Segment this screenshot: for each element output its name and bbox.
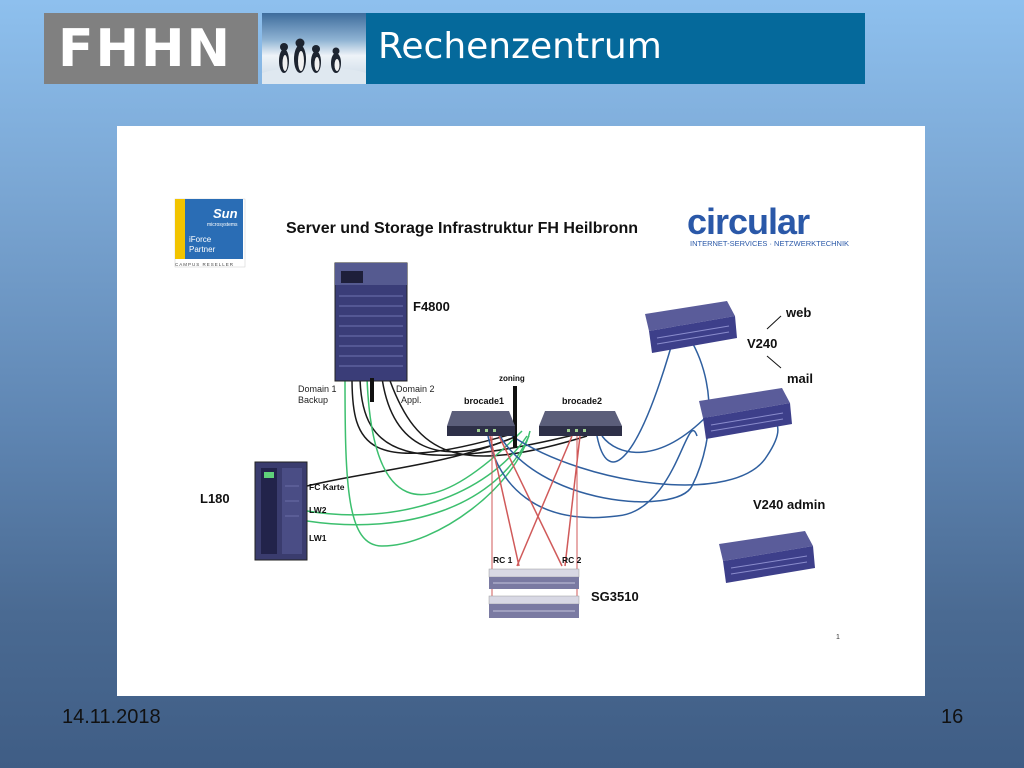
link-red-4 xyxy=(564,435,581,567)
sun-brand-text: Sun xyxy=(213,206,238,221)
footer-page-number: 16 xyxy=(941,706,964,728)
fiber-links xyxy=(306,320,779,596)
link-blue-3 xyxy=(596,325,678,463)
brocade2-label: brocade2 xyxy=(562,396,602,406)
link-green-1 xyxy=(344,377,531,547)
link-red-1 xyxy=(489,435,520,567)
link-red-2 xyxy=(498,435,563,567)
campus-reseller-text: CAMPUS RESELLER xyxy=(175,262,234,267)
domain2-label: Domain 2 xyxy=(396,384,435,394)
lw1-label: LW1 xyxy=(309,533,327,543)
link-green-2 xyxy=(366,377,523,496)
slide-header: FHHN Rechenzentrum xyxy=(44,13,865,84)
lw2-label: LW2 xyxy=(309,505,327,515)
domain1-sub-label: Backup xyxy=(298,395,328,405)
fc-karte-label: FC Karte xyxy=(309,482,345,492)
brocade1-label: brocade1 xyxy=(464,396,504,406)
link-blue-1 xyxy=(486,429,698,519)
circular-logo: circular INTERNET-SERVICES · NETZWERKTEC… xyxy=(687,201,849,248)
v240-mail-server xyxy=(699,388,792,439)
l180-tape-library xyxy=(254,461,308,561)
link-green-4 xyxy=(306,435,530,526)
inner-slide-number: 1 xyxy=(836,634,840,641)
web-label: web xyxy=(785,305,811,320)
link-green-3 xyxy=(306,435,528,516)
v240-admin-label: V240 admin xyxy=(753,497,825,512)
title-bar: Rechenzentrum xyxy=(366,13,865,84)
mail-label: mail xyxy=(787,371,813,386)
sun-sub-text: microsystems xyxy=(207,222,238,228)
infrastructure-diagram: Sun microsystems iForce Partner CAMPUS R… xyxy=(174,198,849,641)
zoning-label: zoning xyxy=(499,374,525,383)
link-l180-brocade1 xyxy=(306,435,518,487)
partner-text: Partner xyxy=(189,245,216,254)
logo-text: FHHN xyxy=(58,19,233,79)
f4800-label: F4800 xyxy=(413,299,450,314)
penguin-photo xyxy=(262,13,366,84)
fhhn-logo: FHHN xyxy=(44,13,258,84)
brocade1-switch xyxy=(447,411,515,436)
circular-tagline: INTERNET-SERVICES · NETZWERKTECHNIK xyxy=(690,239,849,248)
rc1-label: RC 1 xyxy=(493,555,513,565)
brocade2-switch xyxy=(539,411,622,436)
footer-date: 14.11.2018 xyxy=(62,706,161,728)
v240-admin-server xyxy=(719,531,815,583)
link-red-3 xyxy=(516,435,573,567)
link-f4800-brocade1-a xyxy=(351,377,513,455)
link-f4800-brocade2-a xyxy=(359,377,583,456)
link-blue-4 xyxy=(601,415,708,453)
sun-iforce-badge: Sun microsystems iForce Partner CAMPUS R… xyxy=(174,198,246,268)
diagram-panel: Sun microsystems iForce Partner CAMPUS R… xyxy=(117,126,925,696)
link-f4800-brocade2-b xyxy=(388,377,588,457)
v240-label: V240 xyxy=(747,336,777,351)
f4800-server xyxy=(334,262,408,382)
iforce-text: iForce xyxy=(189,235,212,244)
slide-title: Rechenzentrum xyxy=(378,26,662,67)
diagram-heading: Server und Storage Infrastruktur FH Heil… xyxy=(286,220,638,237)
rc2-label: RC 2 xyxy=(562,555,582,565)
v240-web-server xyxy=(645,301,737,353)
l180-label: L180 xyxy=(200,491,230,506)
link-blue-2 xyxy=(496,320,710,503)
domain1-label: Domain 1 xyxy=(298,384,337,394)
sg3510-label: SG3510 xyxy=(591,589,639,604)
v240-pointers xyxy=(766,315,782,369)
sg3510-storage xyxy=(488,568,580,618)
circular-word: circular xyxy=(687,201,810,242)
domain2-sub-label: Appl. xyxy=(401,395,422,405)
